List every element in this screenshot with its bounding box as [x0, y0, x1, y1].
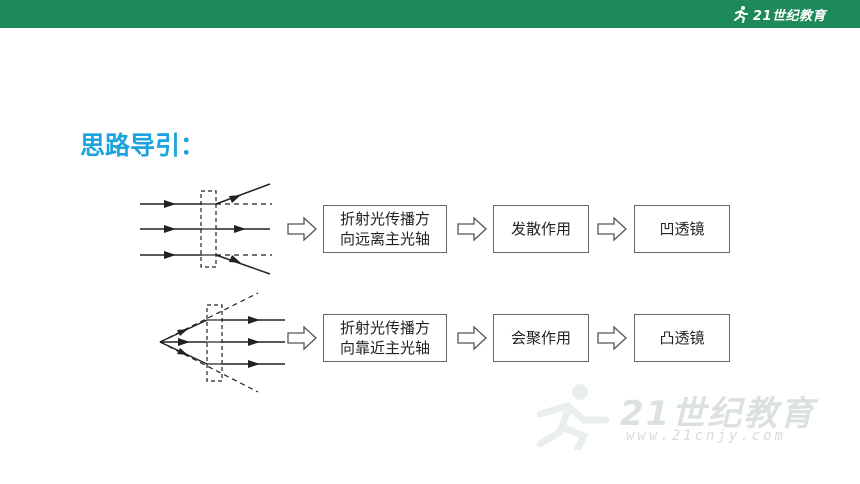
flow-arrow	[597, 216, 627, 242]
converging-effect-box: 会聚作用	[493, 314, 589, 362]
concave-lens-box: 凹透镜	[634, 205, 730, 253]
box-line: 向远离主光轴	[339, 230, 430, 248]
logo-text: 21世纪教育	[752, 8, 826, 24]
watermark-url: www.21cnjy.com	[626, 428, 787, 444]
box-line: 向靠近主光轴	[339, 339, 430, 357]
diverging-lens-diagram	[140, 183, 272, 275]
page-title: 思路导引：	[80, 131, 206, 160]
flow-arrow	[287, 216, 317, 242]
box-line: 折射光传播方	[339, 319, 430, 337]
flow-arrow	[457, 216, 487, 242]
box-label: 凹透镜	[659, 220, 705, 238]
watermark-text: 21世纪教育	[620, 394, 816, 434]
site-logo: 21世纪教育	[732, 4, 826, 24]
flow-arrow	[597, 325, 627, 351]
converging-lens-diagram	[159, 292, 285, 393]
box-label: 会聚作用	[510, 329, 571, 347]
box-line: 折射光传播方	[339, 210, 430, 228]
box-label: 凸透镜	[659, 329, 705, 347]
watermark-runner-icon	[536, 384, 610, 450]
runner-icon	[733, 6, 748, 23]
top-banner: 21世纪教育	[0, 0, 860, 28]
diverging-effect-box: 发散作用	[493, 205, 589, 253]
box-label: 发散作用	[510, 220, 571, 238]
refraction-toward-box: 折射光传播方 向靠近主光轴	[323, 314, 447, 362]
convex-lens-box: 凸透镜	[634, 314, 730, 362]
refraction-away-box: 折射光传播方 向远离主光轴	[323, 205, 447, 253]
flow-arrow	[287, 325, 317, 351]
flow-arrow	[457, 325, 487, 351]
